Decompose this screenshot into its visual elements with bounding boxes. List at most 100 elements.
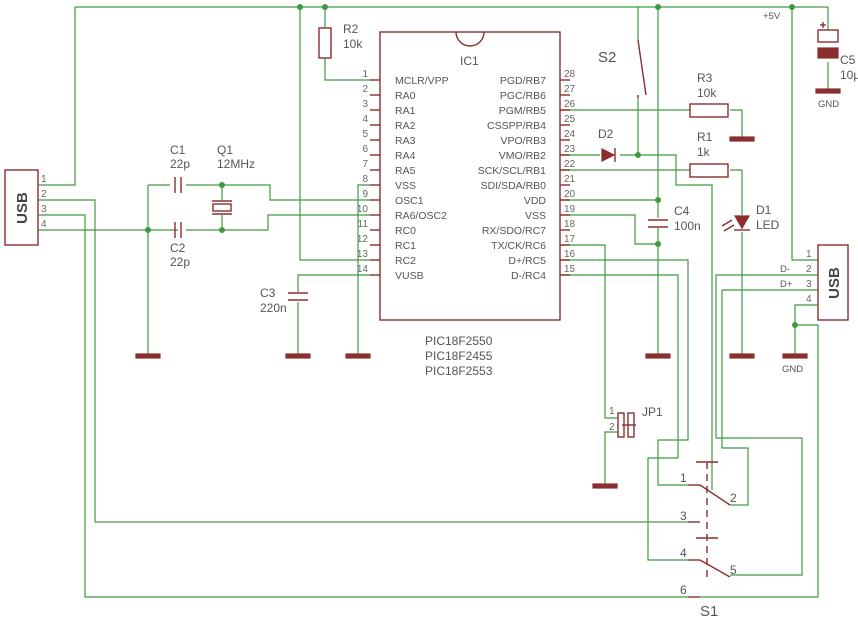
ic1-pin-num: 12 xyxy=(357,234,369,245)
r1-name: R1 xyxy=(697,130,713,144)
ground-icon xyxy=(815,88,841,94)
ic1-pin-name: RX/SDO/RC7 xyxy=(482,225,546,237)
jumper-jp1: JP1 1 2 xyxy=(609,405,663,438)
ic1-pin-num: 22 xyxy=(564,159,576,170)
ic1-pin-num: 7 xyxy=(362,159,368,170)
ic1-pin-num: 24 xyxy=(564,129,576,140)
c1-value: 22p xyxy=(170,157,190,171)
jp1-pin2: 2 xyxy=(609,422,615,433)
resistor-r2: R2 10k xyxy=(318,22,363,59)
ic1-pin-name: D-/RC4 xyxy=(511,270,546,282)
usb-connector-left: USB 1 2 3 4 xyxy=(4,169,47,246)
gnd-label: GND xyxy=(818,99,839,110)
usb-left-pin3: 3 xyxy=(41,204,47,215)
switch-s2: S2 xyxy=(598,39,647,98)
usb-left-pin1: 1 xyxy=(41,174,47,185)
jp1-pin1: 1 xyxy=(609,406,615,417)
ic1-pin-name: VUSB xyxy=(395,270,424,282)
crystal-q1: Q1 12MHz xyxy=(212,143,255,215)
s1-pin2: 2 xyxy=(730,491,737,505)
ground-icon xyxy=(729,353,755,359)
ic1-pin-num: 15 xyxy=(564,264,576,275)
ic1-pin-num: 10 xyxy=(357,204,369,215)
q1-value: 12MHz xyxy=(217,157,255,171)
ic1-pin-num: 8 xyxy=(362,174,368,185)
c3-value: 220n xyxy=(260,301,287,315)
usb-right-pin2: 2 xyxy=(806,264,812,275)
ic1-pin-name: OSC1 xyxy=(395,195,424,207)
usb-right-pin1: 1 xyxy=(806,249,812,260)
ic1-pin-name: RA2 xyxy=(395,120,416,132)
ic1-pin-name: CSSPP/RB4 xyxy=(487,120,546,132)
ground-icon xyxy=(345,353,371,359)
ic1-pin-name: TX/CK/RC6 xyxy=(491,240,546,252)
ic1-variant: PIC18F2550 xyxy=(425,334,493,348)
s1-pin6: 6 xyxy=(680,583,687,597)
ic1-pin-num: 3 xyxy=(362,99,368,110)
ic1-left-pins: 1 2 3 4 5 6 7 8 9 10 11 12 13 14 MCLR/VP… xyxy=(357,69,449,282)
s1-name: S1 xyxy=(700,603,718,620)
ic1-pin-num: 4 xyxy=(362,114,368,125)
ic1-pin-num: 13 xyxy=(357,249,369,260)
s1-pin4: 4 xyxy=(680,546,687,560)
ic1-pin-num: 18 xyxy=(564,219,576,230)
ic1-pin-num: 17 xyxy=(564,234,576,245)
usb-connector-right: USB 1 2 3 4 D- D+ xyxy=(780,244,849,321)
r2-value: 10k xyxy=(343,37,363,51)
ic1-pin-num: 25 xyxy=(564,114,576,125)
ic1-pin-num: 9 xyxy=(362,189,368,200)
usb-right-label: USB xyxy=(826,267,843,299)
c4-name: C4 xyxy=(674,204,690,218)
ic1-pin-num: 6 xyxy=(362,144,368,155)
s1-pin1: 1 xyxy=(680,471,687,485)
ground-icon xyxy=(285,353,311,359)
ground-icon xyxy=(729,136,755,142)
ic1-pin-name: SCK/SCL/RB1 xyxy=(478,165,546,177)
ic1-pin-name: RA3 xyxy=(395,135,416,147)
capacitor-c5: C5 10µ xyxy=(817,22,858,82)
ic1-name: IC1 xyxy=(460,54,479,68)
wires xyxy=(38,4,829,598)
ic1-chip: IC1 1 2 3 4 5 6 7 8 9 10 11 12 13 14 MCL… xyxy=(357,31,576,378)
ic1-variant: PIC18F2455 xyxy=(425,349,493,363)
s2-name: S2 xyxy=(598,49,616,66)
ic1-pin-name: RC0 xyxy=(395,225,416,237)
ic1-pin-num: 23 xyxy=(564,144,576,155)
ic1-pin-name: PGD/RB7 xyxy=(500,75,546,87)
c2-value: 22p xyxy=(170,255,190,269)
switch-s1: 1 2 3 4 5 6 S1 xyxy=(680,461,737,620)
ic1-pin-name: VDD xyxy=(524,195,547,207)
ic1-pin-num: 20 xyxy=(564,189,576,200)
usb-left-label: USB xyxy=(14,192,31,224)
ic1-pin-num: 5 xyxy=(362,129,368,140)
ground-icon xyxy=(592,483,618,489)
ic1-pin-name: VSS xyxy=(395,180,416,192)
ic1-pin-name: PGC/RB6 xyxy=(500,90,546,102)
ic1-pin-num: 19 xyxy=(564,204,576,215)
ground-symbols: GND GND xyxy=(135,88,841,489)
ic1-pin-name: RA6/OSC2 xyxy=(395,210,447,222)
ic1-variant: PIC18F2553 xyxy=(425,364,493,378)
usb-right-pin3: 3 xyxy=(806,279,812,290)
d1-name: D1 xyxy=(756,203,772,217)
usb-left-pin2: 2 xyxy=(41,189,47,200)
ic1-pin-name: D+/RC5 xyxy=(508,255,546,267)
capacitor-c3: C3 220n xyxy=(260,286,308,315)
ic1-pin-name: RC1 xyxy=(395,240,416,252)
d1-value: LED xyxy=(756,218,780,232)
c5-name: C5 xyxy=(840,53,856,67)
c2-name: C2 xyxy=(170,241,186,255)
usb-left-pin4: 4 xyxy=(41,219,47,230)
q1-name: Q1 xyxy=(217,143,233,157)
c5-value: 10µ xyxy=(840,68,858,82)
ic1-pin-name: SDI/SDA/RB0 xyxy=(481,180,547,192)
vplus-label: +5V xyxy=(763,11,781,22)
c1-name: C1 xyxy=(170,143,186,157)
net-label-dplus: D+ xyxy=(780,279,793,290)
s1-pin5: 5 xyxy=(730,563,737,577)
r1-value: 1k xyxy=(697,145,711,159)
ground-icon xyxy=(645,353,671,359)
capacitor-c2: C2 22p xyxy=(170,222,190,269)
ic1-pin-name: VSS xyxy=(525,210,546,222)
